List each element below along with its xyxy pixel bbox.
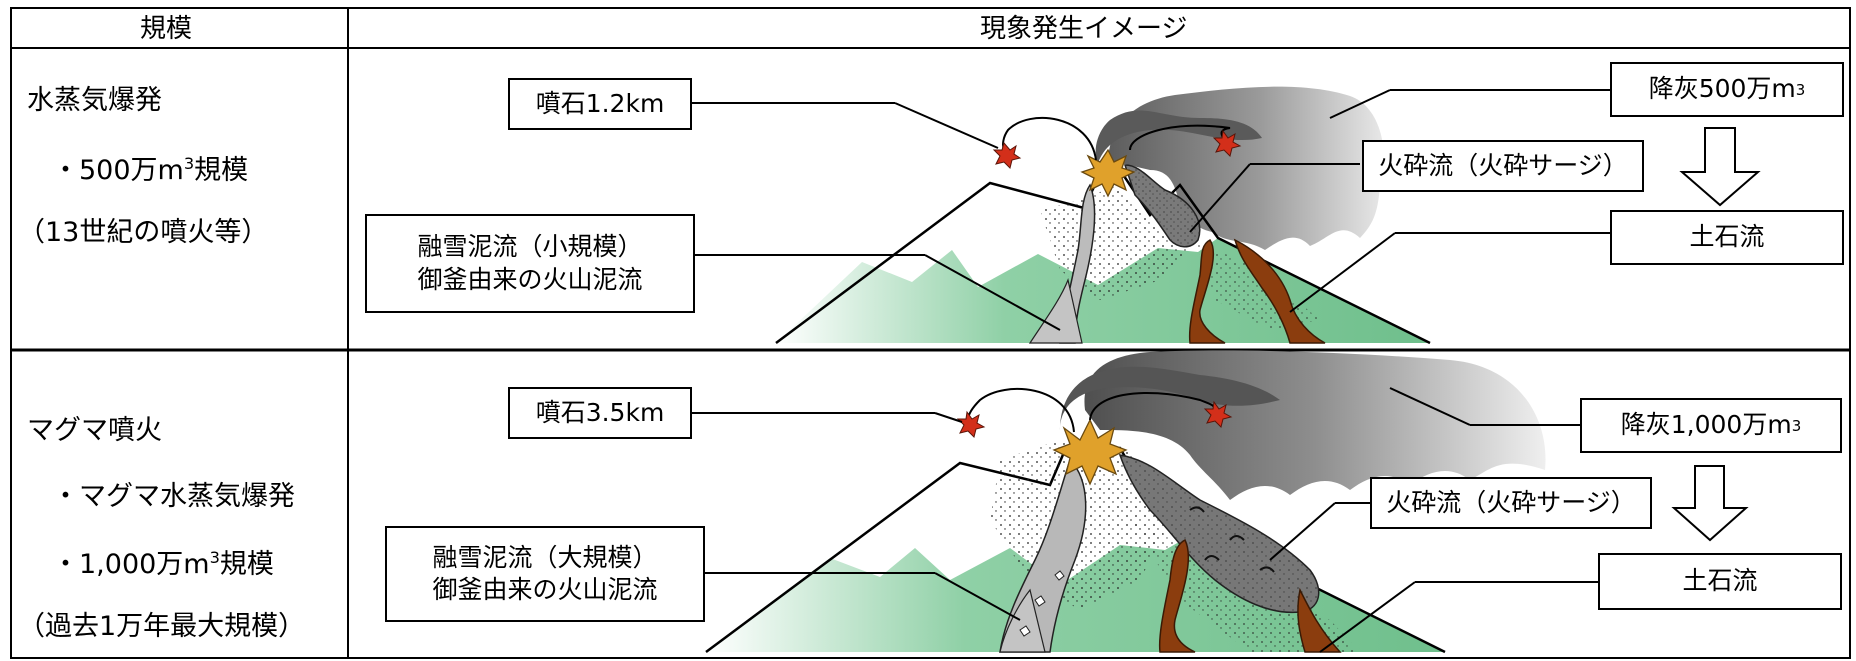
row2-mudflow-b xyxy=(1297,587,1342,653)
row2-trajectory-right xyxy=(1089,391,1216,421)
row2-debris-flow-label: 土石流 xyxy=(1598,553,1842,610)
row1-scale: ・500万m3規模 xyxy=(52,154,249,186)
row1-rock-icon-right xyxy=(1212,129,1242,157)
row2-ash-plume xyxy=(1060,366,1280,430)
row2-scale: ・1,000万m3規模 xyxy=(52,548,274,580)
row1-rock-icon-left xyxy=(992,141,1022,169)
row1-trajectory-left xyxy=(1002,117,1097,161)
row2-example: （過去1万年最大規模） xyxy=(18,611,306,642)
row1-pyroclastic-label: 火砕流（火砕サージ） xyxy=(1362,140,1644,192)
row1-example: （13世紀の噴火等） xyxy=(18,217,269,248)
row1-projectile-label: 噴石1.2km xyxy=(508,78,692,130)
row1-mudflow-b xyxy=(1233,238,1326,344)
row2-down-arrow-icon xyxy=(1671,465,1749,542)
row1-down-arrow-icon xyxy=(1679,127,1761,207)
row2-pyroclastic-label: 火砕流（火砕サージ） xyxy=(1370,477,1652,529)
row2-projectile-label: 噴石3.5km xyxy=(508,387,692,439)
row2-lahar-label: 融雪泥流（大規模） 御釜由来の火山泥流 xyxy=(385,526,705,622)
row2-rock-icon-left xyxy=(956,410,986,438)
row2-type: マグマ噴火 xyxy=(27,415,162,446)
row1-debris-flow-label: 土石流 xyxy=(1610,210,1844,265)
row2-trajectory-left xyxy=(967,387,1075,433)
row2-rock-icon-right xyxy=(1203,400,1233,428)
header-image: 現象発生イメージ xyxy=(980,14,1188,44)
row1-type: 水蒸気爆発 xyxy=(27,85,162,116)
row1-lahar-label: 融雪泥流（小規模） 御釜由来の火山泥流 xyxy=(365,214,695,313)
row1-ash-plume xyxy=(1095,110,1262,163)
header-scale: 規模 xyxy=(140,14,193,44)
row2-explosion-icon xyxy=(1052,418,1128,486)
row2-subtype: ・マグマ水蒸気爆発 xyxy=(52,481,295,512)
row2-mudflow-a xyxy=(1158,538,1196,653)
row1-mudflow-a xyxy=(1188,239,1226,344)
row1-explosion-icon xyxy=(1080,148,1136,198)
